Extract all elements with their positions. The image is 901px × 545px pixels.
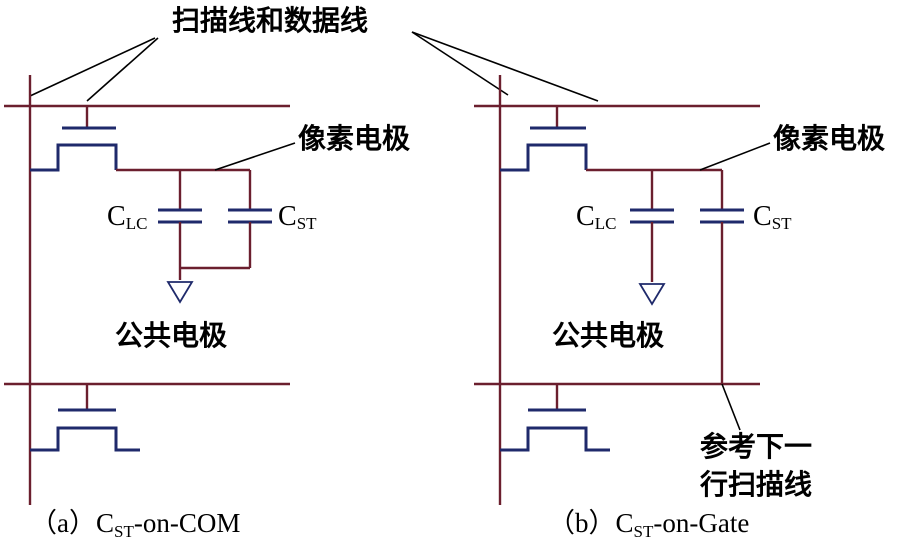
ground-symbol-a xyxy=(166,281,194,304)
clc-label-b: CLC xyxy=(576,201,616,233)
ref-next-line-label-2: 行扫描线 xyxy=(699,468,812,501)
common-electrode-label-a: 公共电极 xyxy=(115,319,227,352)
capacitor-cst-b xyxy=(700,170,744,384)
capacitor-cst-a xyxy=(180,170,272,270)
cst-label-a: CST xyxy=(278,201,317,233)
caption-a: （a）CST-on-COM xyxy=(30,508,240,541)
capacitor-clc-a xyxy=(158,170,202,280)
clc-label-a: CLC xyxy=(107,201,147,233)
circuit-a: 像素电极 CLC CST 公共电极 xyxy=(4,75,410,505)
ref-next-line-label-1: 参考下一 xyxy=(700,430,812,463)
common-electrode-label-b: 公共电极 xyxy=(552,319,664,352)
capacitor-clc-b xyxy=(630,170,674,282)
pixel-electrode-label-b: 像素电极 xyxy=(773,122,885,155)
tft-b-bottom xyxy=(500,384,610,452)
caption-b: （b）CST-on-Gate xyxy=(548,508,749,541)
pixel-electrode-label-a: 像素电极 xyxy=(298,122,410,155)
top-label-leaders xyxy=(29,31,599,102)
tft-a-bottom xyxy=(30,384,140,452)
scan-data-lines-label: 扫描线和数据线 xyxy=(172,4,368,37)
tft-a-top xyxy=(30,106,118,172)
circuit-b: 像素电极 CLC CST 公共电极 参考下一 行扫描线 xyxy=(474,75,885,505)
tft-b-top xyxy=(500,106,588,172)
ground-symbol-b xyxy=(638,283,666,306)
cst-label-b: CST xyxy=(753,201,792,233)
